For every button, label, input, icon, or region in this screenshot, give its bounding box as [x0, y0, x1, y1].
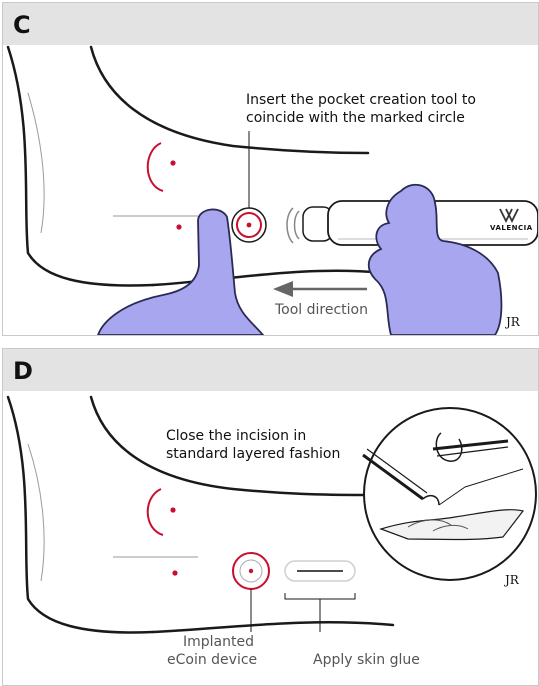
suture-zoom-circle — [362, 407, 537, 581]
red-markings — [146, 488, 270, 590]
left-gloved-hand — [97, 208, 265, 335]
panel-d-letter: D — [13, 357, 33, 385]
ankle-outline — [6, 395, 395, 634]
panel-c-illustration — [6, 45, 538, 335]
tool-direction-arrow — [273, 281, 367, 297]
panel-d-instruction-line1: Close the incision in — [166, 428, 307, 444]
glued-incision — [284, 560, 356, 632]
panel-c-instruction-line2: coincide with the marked circle — [246, 110, 465, 126]
panel-c-letter: C — [13, 11, 31, 39]
right-gloved-hand — [367, 183, 503, 335]
panel-d-header: D — [3, 349, 538, 391]
tool-brand-label: VALENCIA — [490, 224, 533, 232]
tool-direction-label: Tool direction — [275, 302, 368, 318]
panel-c-signature: JR — [506, 315, 520, 329]
panel-c-instruction-line1: Insert the pocket creation tool to — [246, 92, 476, 108]
skin-glue-label: Apply skin glue — [313, 652, 420, 668]
panel-c: C — [2, 2, 539, 336]
panel-d-instruction-line2: standard layered fashion — [166, 446, 341, 462]
device-label-line2: eCoin device — [167, 652, 258, 668]
device-label-line1: Implanted — [183, 634, 254, 650]
panel-d-signature: JR — [505, 573, 519, 587]
panel-d: D — [2, 348, 539, 686]
skin-contour-lines — [27, 92, 198, 234]
panel-d-illustration — [6, 395, 537, 634]
skin-contour-lines — [27, 443, 198, 582]
panel-c-header: C — [3, 3, 538, 45]
ankle-outline — [6, 45, 385, 287]
